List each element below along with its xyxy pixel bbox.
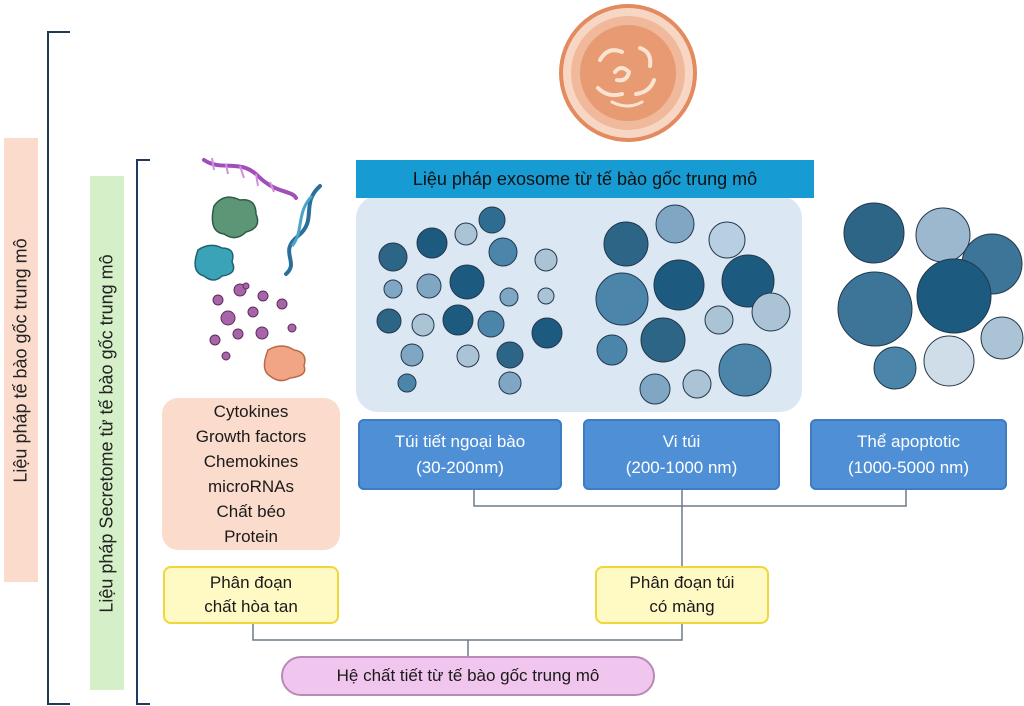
apoptotic-body-cluster — [837, 202, 1024, 390]
exosome-cluster — [376, 206, 563, 395]
component-item: Chất béo — [216, 502, 286, 521]
soluble-components-box: Cytokines Growth factors Chemokines micr… — [162, 398, 340, 550]
extracellular-vesicles-box: Túi tiết ngoại bào (30-200nm) — [358, 419, 562, 490]
soluble-fraction-box: Phân đoạn chất hòa tan — [163, 566, 339, 624]
apoptotic-bodies-box: Thể apoptotic (1000-5000 nm) — [810, 419, 1007, 490]
stem-cell-icon — [559, 4, 697, 142]
component-item: Chemokines — [203, 452, 299, 471]
exosome-therapy-banner: Liệu pháp exosome từ tế bào gốc trung mô — [356, 160, 814, 198]
secretome-box: Hệ chất tiết từ tế bào gốc trung mô — [281, 656, 655, 696]
msc-therapy-label: Liệu pháp tế bào gốc trung mô — [10, 237, 31, 483]
connector-lines — [252, 490, 907, 656]
component-item: Growth factors — [195, 427, 307, 446]
inner-bracket — [136, 159, 150, 705]
soluble-molecules-icon — [194, 157, 322, 382]
vesicular-fraction-box: Phân đoạn túi có màng — [595, 566, 769, 624]
msc-label-bg — [4, 138, 38, 582]
outer-bracket — [47, 31, 70, 705]
microvesicle-cluster — [595, 204, 791, 405]
component-item: Cytokines — [213, 402, 289, 421]
secretome-label-bg — [90, 176, 124, 690]
component-item: microRNAs — [208, 477, 294, 496]
secretome-therapy-label: Liệu pháp Secretome từ tế bào gốc trung … — [96, 253, 117, 613]
component-item: Protein — [224, 527, 278, 546]
microvesicles-box: Vi túi (200-1000 nm) — [583, 419, 780, 490]
